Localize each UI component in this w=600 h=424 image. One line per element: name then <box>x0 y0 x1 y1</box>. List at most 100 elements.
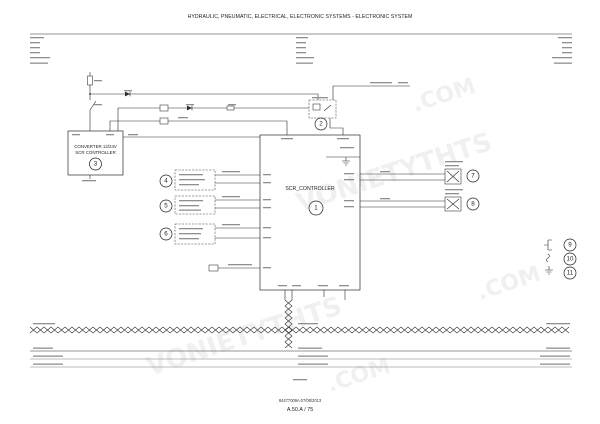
connector-icon <box>159 117 169 125</box>
illegible-label <box>33 363 63 365</box>
illegible-label <box>340 147 354 149</box>
illegible-label <box>179 184 199 186</box>
illegible-label <box>398 82 408 84</box>
relay-output-wire <box>329 118 344 135</box>
illegible-label <box>380 171 390 173</box>
callout-number: 9 <box>568 242 572 249</box>
illegible-label <box>298 355 328 357</box>
illegible-label <box>179 200 203 202</box>
can-drop-twisted-wire <box>284 299 293 349</box>
legend-symbols <box>544 239 553 275</box>
illegible-label <box>228 264 252 266</box>
sensor-5-signal-wires <box>215 199 260 209</box>
illegible-label <box>318 285 328 287</box>
illegible-label <box>222 196 240 198</box>
illegible-label <box>445 189 463 191</box>
controller-outline <box>259 134 361 291</box>
illegible-label <box>263 199 271 201</box>
callout-9: 9 <box>563 238 577 252</box>
sensor-box-4 <box>174 169 216 191</box>
illegible-label <box>82 180 96 182</box>
actuator-8-cross <box>446 198 460 210</box>
illegible-label <box>344 206 354 208</box>
illegible-label <box>30 42 40 44</box>
illegible-label <box>344 173 354 175</box>
illegible-label <box>124 90 132 92</box>
illegible-label <box>30 62 48 64</box>
converter-12-24v: CONVERTER 12/24V SCR CONTROLLER <box>67 130 124 179</box>
callout-circle <box>563 266 577 280</box>
illegible-label <box>296 57 314 59</box>
illegible-label <box>380 198 390 200</box>
illegible-label <box>292 285 301 287</box>
switch-icon <box>89 100 97 111</box>
illegible-label <box>94 104 102 106</box>
illegible-label <box>263 267 271 269</box>
callout-number: 4 <box>164 178 168 185</box>
callout-3: 3 <box>89 157 102 171</box>
can-drop-twisted-wire <box>284 299 293 349</box>
illegible-label <box>30 57 50 59</box>
connector-icon <box>159 104 169 112</box>
callout-6: 6 <box>159 227 173 241</box>
illegible-label <box>263 237 271 239</box>
controller-label: SCR_CONTROLLER <box>285 186 335 192</box>
callout-circle <box>159 174 173 188</box>
page-header-title: HYDRAULIC, PNEUMATIC, ELECTRICAL, ELECTR… <box>188 14 413 20</box>
document-code: 84477009A 07/08/2013 <box>279 398 322 403</box>
illegible-label <box>296 37 308 39</box>
sensor-inputs <box>174 169 260 272</box>
illegible-label <box>278 285 287 287</box>
output-7-wires <box>360 173 445 181</box>
page-reference: A.50.A / 75 <box>287 407 313 413</box>
illegible-label <box>72 134 80 136</box>
callout-number: 7 <box>471 173 475 180</box>
illegible-label <box>179 174 203 176</box>
illegible-label <box>546 323 570 325</box>
illegible-label <box>540 355 570 357</box>
fuse-icon <box>87 75 93 86</box>
can-bus-twisted-wire <box>29 326 570 334</box>
splice-symbol-icon <box>546 253 550 263</box>
relay-coil-icon <box>312 103 321 111</box>
callout-number: 8 <box>471 201 475 208</box>
resistor-icon <box>226 105 235 111</box>
illegible-label <box>562 47 572 49</box>
actuator-outputs <box>360 168 462 212</box>
sensor-box-5 <box>174 195 216 215</box>
illegible-label <box>263 207 271 209</box>
ground-icon <box>342 157 350 166</box>
illegible-label <box>30 52 40 54</box>
illegible-label <box>344 179 354 181</box>
callout-1: 1 <box>308 200 324 216</box>
callout-circle <box>563 238 577 252</box>
illegible-label <box>339 285 349 287</box>
callout-circle <box>466 197 480 211</box>
illegible-label <box>263 174 271 176</box>
controller-bottom-pins <box>284 290 346 300</box>
callout-circle <box>159 227 173 241</box>
illegible-label <box>562 52 572 54</box>
illegible-label <box>263 227 271 229</box>
illegible-label <box>337 138 349 140</box>
callout-2: 2 <box>314 117 328 131</box>
illegible-label <box>106 134 114 136</box>
illegible-label <box>293 379 307 381</box>
illegible-label <box>558 37 572 39</box>
converter-label-line1: CONVERTER 12/24V <box>74 144 117 149</box>
callout-4: 4 <box>159 174 173 188</box>
illegible-label <box>312 97 328 99</box>
illegible-label <box>296 47 306 49</box>
illegible-label <box>296 42 306 44</box>
illegible-label <box>33 347 53 349</box>
callout-circle <box>466 169 480 183</box>
illegible-label <box>296 52 306 54</box>
illegible-label <box>445 161 463 163</box>
callout-number: 10 <box>567 256 574 263</box>
callout-circle <box>314 117 328 131</box>
illegible-label <box>298 363 328 365</box>
callout-circle <box>159 199 173 213</box>
illegible-label <box>33 355 63 357</box>
